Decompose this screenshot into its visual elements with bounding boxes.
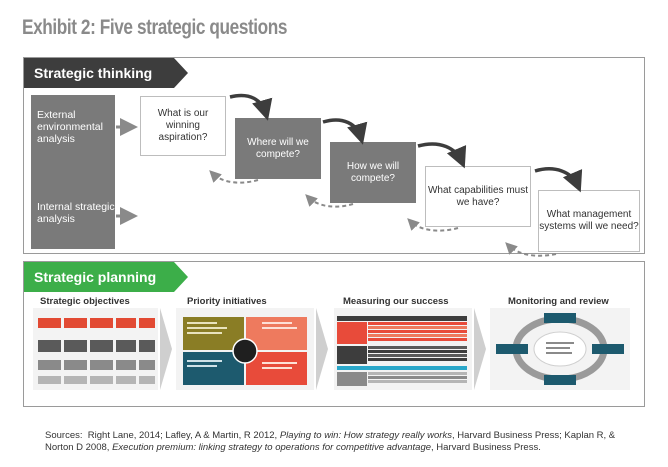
sources-label: Sources: (45, 430, 83, 441)
chevron-arrow (160, 308, 172, 390)
objectives-thumbnail (33, 308, 158, 390)
question-capabilities: What capabilities must we have? (425, 166, 531, 227)
internal-analysis-label: Internal strategic analysis (37, 201, 115, 225)
sources-part2: , Harvard Business Press; Kaplan R, & No… (45, 430, 616, 453)
sources-title1: Playing to win: How strategy really work… (279, 430, 452, 441)
section-strategic-objectives: Strategic objectives (40, 296, 130, 307)
question-how-compete: How we will compete? (330, 142, 416, 203)
strategic-planning-banner: Strategic planning (24, 262, 174, 292)
section-priority-initiatives: Priority initiatives (187, 296, 267, 307)
analysis-block (31, 95, 115, 249)
forward-arrow-1 (229, 93, 273, 121)
exhibit-title: Exhibit 2: Five strategic questions (22, 16, 288, 39)
sources-part1: Right Lane, 2014; Lafley, A & Martin, R … (87, 430, 280, 441)
banner-arrow-tip (174, 58, 188, 88)
strategic-thinking-banner: Strategic thinking (24, 58, 174, 88)
forward-arrow-2 (322, 118, 368, 145)
forward-arrow-3 (417, 142, 467, 169)
question-winning-aspiration: What is our winning aspiration? (140, 96, 226, 156)
section-monitoring-review: Monitoring and review (508, 296, 609, 307)
chevron-arrow (474, 308, 486, 390)
sources-note: Sources: Right Lane, 2014; Lafley, A & M… (45, 430, 645, 454)
initiatives-thumbnail (176, 308, 314, 390)
forward-arrow-4 (534, 167, 583, 193)
external-analysis-label: External environmental analysis (37, 109, 103, 145)
sources-title2: Execution premium: linking strategy to o… (112, 442, 432, 453)
question-management-systems: What management systems will we need? (538, 190, 640, 252)
question-where-compete: Where will we compete? (235, 118, 321, 179)
strategic-thinking-panel: Strategic thinking External environmenta… (23, 57, 645, 254)
sources-part3: , Harvard Business Press. (431, 442, 541, 453)
return-arrow-1 (209, 170, 259, 184)
chevron-arrow (316, 308, 328, 390)
banner-arrow-tip (174, 262, 188, 292)
measures-thumbnail (334, 308, 472, 390)
return-arrow-2 (305, 194, 354, 208)
section-measuring-success: Measuring our success (343, 296, 449, 307)
monitoring-thumbnail (490, 308, 630, 390)
